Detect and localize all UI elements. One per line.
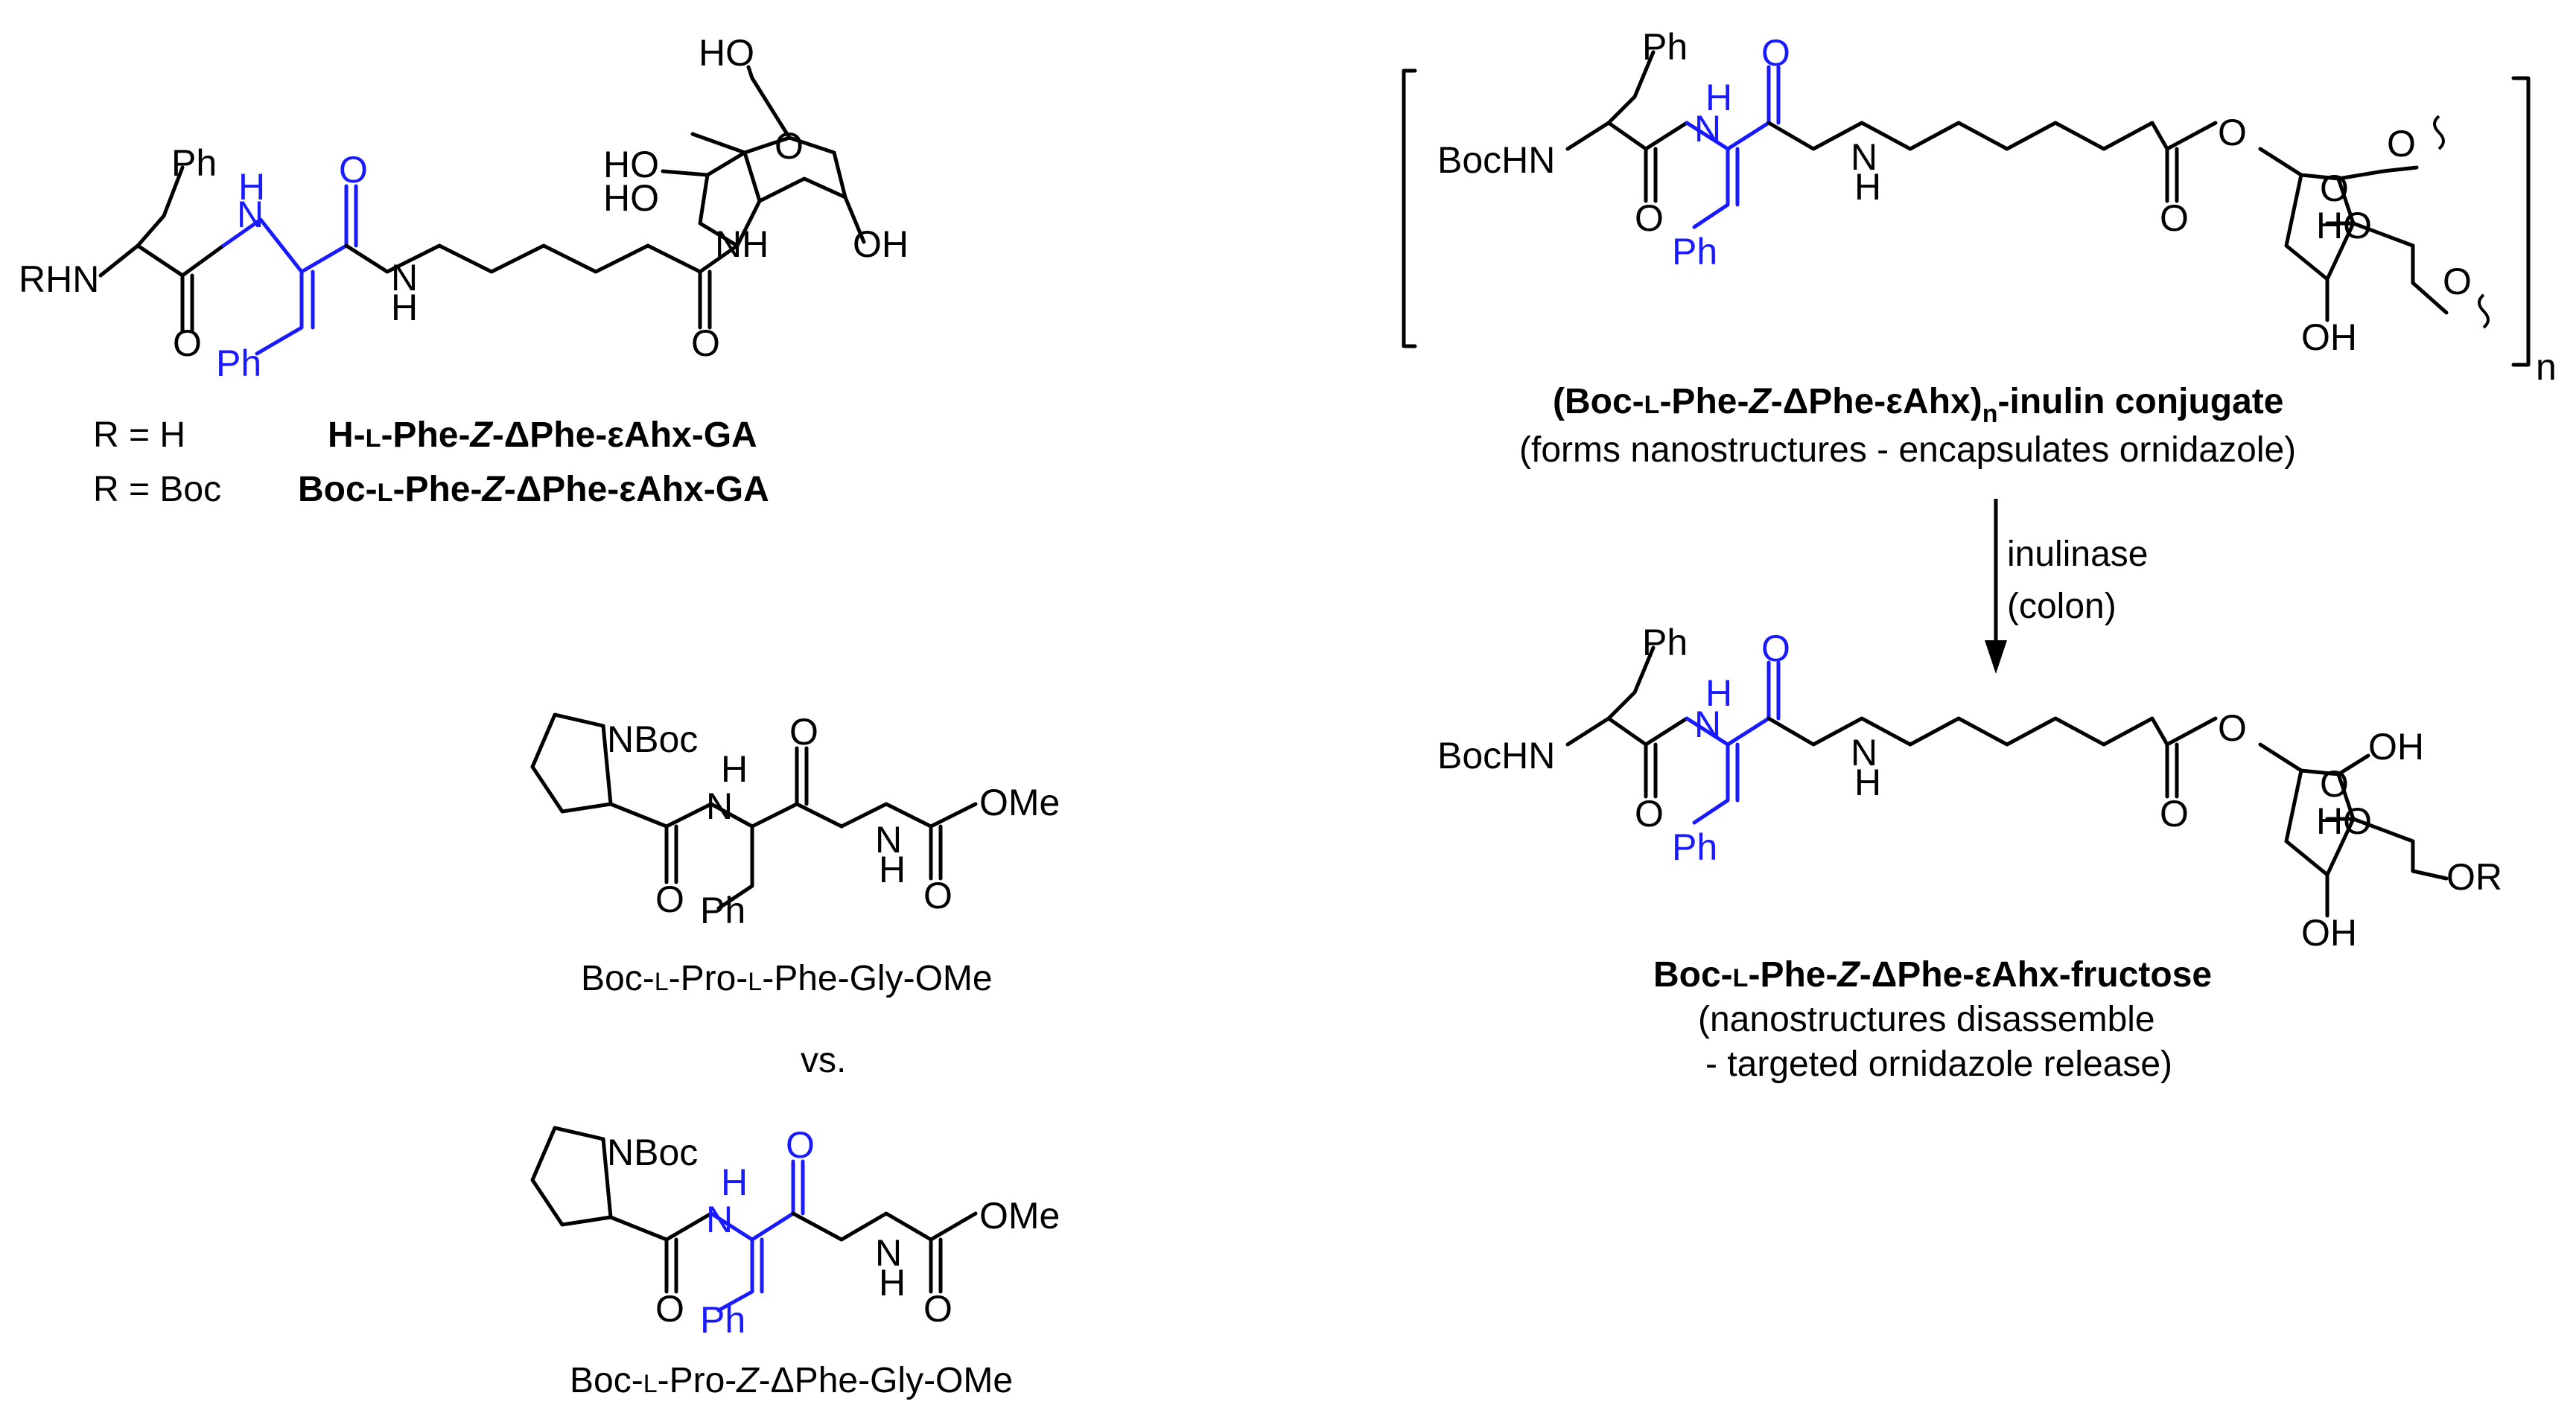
atom-o: O <box>775 125 804 167</box>
atom-oh: OH <box>2301 316 2357 358</box>
atom-o: O <box>1635 197 1664 239</box>
atom-n: N <box>875 1232 902 1274</box>
atom-h-blue: H <box>721 1161 748 1203</box>
atom-n: N <box>875 819 902 861</box>
atom-o: O <box>173 322 202 364</box>
atom-h: H <box>721 748 748 790</box>
atom-ph: Ph <box>700 890 745 931</box>
atom-ho: HO <box>2316 205 2372 246</box>
atom-or: OR <box>2446 856 2502 898</box>
atom-o: O <box>923 1288 953 1330</box>
atom-h: H <box>391 287 418 328</box>
atom-o: O <box>655 1288 684 1330</box>
atom-ho: HO <box>603 144 659 185</box>
label-r-h: R = H <box>93 415 185 455</box>
label-r-boc: R = Boc <box>93 470 221 509</box>
atom-ho: HO <box>2316 800 2372 842</box>
atom-ph-blue: Ph <box>216 342 261 384</box>
atom-ph: Ph <box>1642 622 1688 663</box>
atom-n: N <box>1851 732 1877 774</box>
atom-h-blue: H <box>1705 77 1732 118</box>
atom-bochn: BocHN <box>1437 735 1555 776</box>
arrow-label-enzyme: inulinase <box>2007 535 2148 574</box>
atom-o: O <box>691 322 720 364</box>
atom-o: O <box>2443 261 2472 302</box>
atom-ome: OMe <box>979 782 1060 823</box>
atom-n-blue: N <box>1694 108 1721 150</box>
atom-h: H <box>1854 762 1881 803</box>
atom-n-blue: N <box>237 194 264 235</box>
atom-o-blue: O <box>1761 32 1790 74</box>
vs-label: vs. <box>801 1041 846 1080</box>
atom-o: O <box>1635 793 1664 835</box>
conjugate-description: (forms nanostructures - encapsulates orn… <box>1519 430 2296 470</box>
pro-dphe-gly-structure: NBoc H N O Ph O N H O OMe Boc-L-Pro-Z-ΔP… <box>530 1124 1060 1400</box>
arrow-label-site: (colon) <box>2007 587 2117 626</box>
atom-ph-blue: Ph <box>1672 231 1717 272</box>
reaction-arrow: inulinase (colon) <box>1985 499 2148 674</box>
phe-dphe-ahx-ga-structure: Ph RHN O N H O Ph N H O NH HO HO HO O OH… <box>19 32 909 509</box>
atom-o-blue: O <box>786 1124 815 1166</box>
fructose-product-name: Boc-L-Phe-Z-ΔPhe-εAhx-fructose <box>1653 955 2212 995</box>
compound-name-boc: Boc-L-Phe-Z-ΔPhe-εAhx-GA <box>298 470 769 509</box>
atom-h: H <box>879 1262 906 1304</box>
atom-h: H <box>879 849 906 890</box>
atom-nboc: NBoc <box>607 1132 698 1173</box>
atom-rhn: RHN <box>19 258 99 300</box>
atom-nh: NH <box>715 223 769 265</box>
atom-ph-blue: Ph <box>700 1299 745 1341</box>
atom-ome: OMe <box>979 1195 1060 1237</box>
atom-o: O <box>789 711 818 753</box>
atom-n-blue: N <box>1694 704 1721 745</box>
atom-o: O <box>655 878 684 920</box>
inulin-conjugate-structure: Ph BocHN O H N O Ph N H O O O O HO OH O … <box>1402 26 2557 470</box>
atom-oh: OH <box>853 223 909 265</box>
compound-name-pro-dphe-gly: Boc-L-Pro-Z-ΔPhe-Gly-OMe <box>570 1361 1013 1400</box>
atom-o: O <box>2160 197 2189 239</box>
fructose-product-structure: Ph BocHN O H N O Ph N H O O O OH HO OH O… <box>1437 622 2502 1084</box>
atom-nboc: NBoc <box>607 718 698 760</box>
pro-phe-gly-structure: NBoc H N O O N H O OMe Ph Boc-L-Pro-L-Ph… <box>530 711 1060 1080</box>
atom-ph: Ph <box>171 142 217 184</box>
conjugate-name: (Boc-L-Phe-Z-ΔPhe-εAhx)n-inulin conjugat… <box>1553 382 2283 428</box>
atom-oh: OH <box>2368 726 2424 768</box>
atom-h-blue: H <box>1705 672 1732 714</box>
atom-o: O <box>2160 793 2189 835</box>
atom-n: N <box>706 785 733 827</box>
atom-o-blue: O <box>1761 628 1790 669</box>
fructose-description-1: (nanostructures disassemble <box>1698 1000 2155 1039</box>
compound-name-h: H-L-Phe-Z-ΔPhe-εAhx-GA <box>328 415 757 455</box>
atom-ph: Ph <box>1642 26 1688 68</box>
atom-n: N <box>391 257 418 299</box>
subscript-n: n <box>2536 346 2557 388</box>
atom-o: O <box>2218 112 2247 153</box>
atom-n-blue: N <box>706 1199 733 1240</box>
fructose-description-2: - targeted ornidazole release) <box>1705 1045 2172 1084</box>
atom-o: O <box>2320 763 2349 805</box>
atom-o: O <box>2218 707 2247 749</box>
atom-o: O <box>2387 123 2416 165</box>
atom-ho: HO <box>603 177 659 219</box>
atom-h: H <box>1854 166 1881 208</box>
atom-oh: OH <box>2301 912 2357 954</box>
atom-o: O <box>923 875 953 916</box>
atom-o: O <box>2320 168 2349 209</box>
atom-n: N <box>1851 136 1877 178</box>
atom-h-blue: H <box>238 166 265 208</box>
compound-name-pro-phe-gly: Boc-L-Pro-L-Phe-Gly-OMe <box>581 959 993 998</box>
atom-bochn: BocHN <box>1437 139 1555 181</box>
atom-ho: HO <box>699 32 754 74</box>
atom-ph-blue: Ph <box>1672 826 1717 868</box>
atom-o-blue: O <box>339 149 368 191</box>
